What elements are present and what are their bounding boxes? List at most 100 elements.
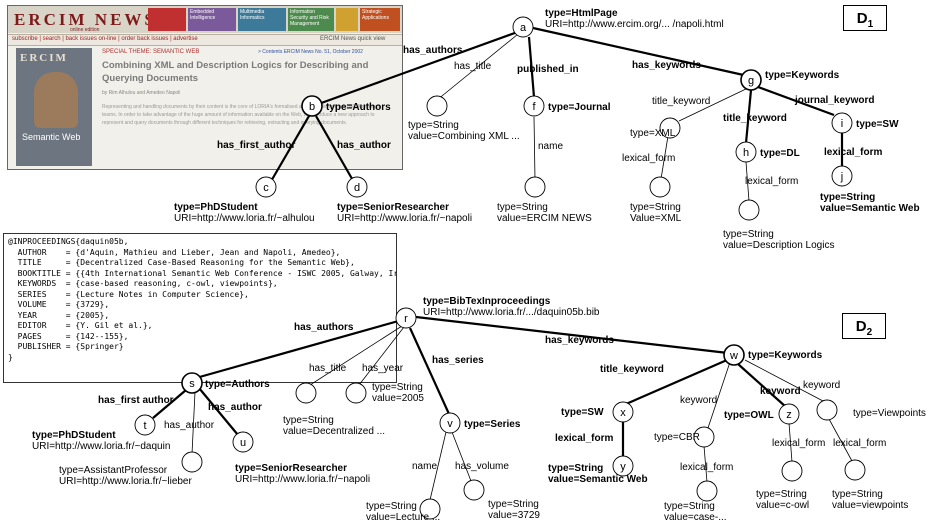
edge-label: title_keyword [723, 113, 787, 124]
svg-text:t: t [143, 420, 146, 432]
node-type-label: type=CBR [654, 432, 700, 443]
svg-text:c: c [263, 182, 269, 194]
node-c: c [255, 176, 277, 198]
node-type-label: type=Series [464, 419, 521, 430]
d1-edges [269, 26, 844, 202]
edge-s-u [198, 387, 239, 436]
edge-label: lexical_form [833, 438, 886, 449]
edge-label: title_keyword [600, 364, 664, 375]
node-d: d [346, 176, 368, 198]
edge-r-v [408, 327, 451, 415]
node-y: y [612, 455, 634, 477]
node-uri-label: URI=http://www.loria.fr/.../daquin05b.bi… [423, 307, 600, 318]
edge-label: has_authors [403, 45, 463, 56]
svg-text:h: h [743, 147, 749, 159]
article-byline: by Rim Alhulou and Amedeo Napoli [102, 90, 181, 96]
edge-g-h [744, 89, 753, 144]
d2-edge-labels: has_authors has_title has_year has_serie… [98, 322, 886, 473]
node-type-label: type=SeniorResearcher [235, 463, 347, 474]
node-type-label: type=Keywords [748, 350, 823, 361]
node-type-label: type=DL [760, 148, 800, 159]
svg-text:v: v [447, 418, 453, 430]
ercim-news-screenshot: ERCIM NEWS online edition Embedded Intel… [7, 5, 403, 170]
node-x: x [612, 401, 634, 423]
edge-label: has_authors [294, 322, 354, 333]
edge-label: has_first author [98, 395, 174, 406]
node-v: v [439, 412, 461, 434]
node-type-label: type=Viewpoints [853, 408, 926, 419]
node-uri-label: URI=http://www.loria.fr/~lieber [59, 476, 192, 487]
ercim-nav-links[interactable]: subscribe | search | back issues on-line… [12, 36, 198, 42]
edge-label: has_first_author [217, 140, 295, 151]
banner-tile: Information Security and Risk Management [288, 8, 334, 31]
cover-theme-label: Semantic Web [22, 132, 81, 142]
d1-node-labels: type=HtmlPage URI=http://www.ercim.org/.… [174, 8, 920, 251]
edge-r-title [309, 325, 403, 386]
edge-label: lexical_form [745, 176, 798, 187]
edge-label: name [412, 461, 437, 472]
edge-a-title [436, 29, 524, 101]
edge-vp-lex [828, 418, 853, 462]
node-title-literal [295, 382, 317, 404]
node-type-label: type=String [366, 501, 417, 512]
edge-z-lex [788, 422, 793, 463]
node-a: a [512, 16, 534, 38]
edge-b-d [315, 115, 356, 185]
node-value-label: value=Semantic Web [820, 203, 920, 214]
article-abstract: Representing and handling documents by t… [102, 104, 382, 126]
node-uri-label: URI=http://www.ercim.org/... /napoli.htm… [545, 19, 724, 30]
node-type-label: type=String [283, 415, 334, 426]
node-type-label: type=XML [630, 128, 676, 139]
node-cbr [693, 426, 715, 448]
node-volume-literal [463, 479, 485, 501]
node-uri-label: URI=http://www.loria.fr/~napoli [235, 474, 370, 485]
edge-f-name [533, 116, 536, 181]
edge-r-year [358, 326, 405, 386]
node-lieber [181, 451, 203, 473]
edge-a-b [312, 28, 524, 108]
node-value-label: Value=XML [630, 213, 682, 224]
node-value-label: value=case-... [664, 512, 727, 523]
node-uri-label: URI=http://www.loria.fr/~napoli [337, 213, 472, 224]
node-type-label: type=String [756, 489, 807, 500]
node-value-label: value=c-owl [756, 500, 809, 511]
node-type-label: type=String [408, 120, 459, 131]
node-f: f [523, 95, 545, 117]
node-type-label: type=PhDStudent [174, 202, 258, 213]
edge-label: has_title [309, 363, 347, 374]
node-type-label: type=AssistantProfessor [59, 465, 168, 476]
contents-link[interactable]: > Contents ERCIM News No. 51, October 20… [258, 49, 363, 55]
edge-label: has_keywords [632, 60, 701, 71]
node-type-label: type=Authors [326, 102, 391, 113]
edge-label: journal_keyword [794, 95, 874, 106]
node-value-label: value=Decentralized ... [283, 426, 385, 437]
edge-label: published_in [517, 64, 579, 75]
svg-text:a: a [520, 22, 527, 34]
node-owl-literal [781, 460, 803, 482]
edge-label: lexical_form [622, 153, 675, 164]
node-type-label: type=String [723, 229, 774, 240]
node-z: z [778, 403, 800, 425]
node-type-label: type=BibTexInproceedings [423, 296, 551, 307]
svg-text:i: i [841, 118, 843, 130]
svg-text:j: j [840, 171, 843, 183]
node-w: w [723, 344, 745, 366]
svg-text:d: d [354, 182, 360, 194]
d1-nodes: a b c d f g h i j [255, 16, 853, 221]
ercim-cover-image: ERCIM Semantic Web [16, 48, 92, 166]
ercim-banner: ERCIM NEWS online edition Embedded Intel… [8, 6, 402, 33]
node-type-label: type=SW [561, 407, 604, 418]
edge-w-z [737, 363, 787, 408]
edge-a-g [532, 26, 749, 78]
ercim-navbar: subscribe | search | back issues on-line… [8, 34, 402, 46]
edge-a-f [527, 36, 536, 98]
node-type-label: type=PhDStudent [32, 430, 116, 441]
banner-tile [148, 8, 186, 31]
edge-r-s [195, 318, 403, 380]
node-value-label: value=Combining XML ... [408, 131, 520, 142]
ercim-logo: ERCIM NEWS [14, 10, 157, 29]
node-type-label: type=Authors [205, 379, 270, 390]
node-year-literal [345, 382, 367, 404]
ercim-quick-view[interactable]: ERCIM News quick view [320, 36, 386, 42]
